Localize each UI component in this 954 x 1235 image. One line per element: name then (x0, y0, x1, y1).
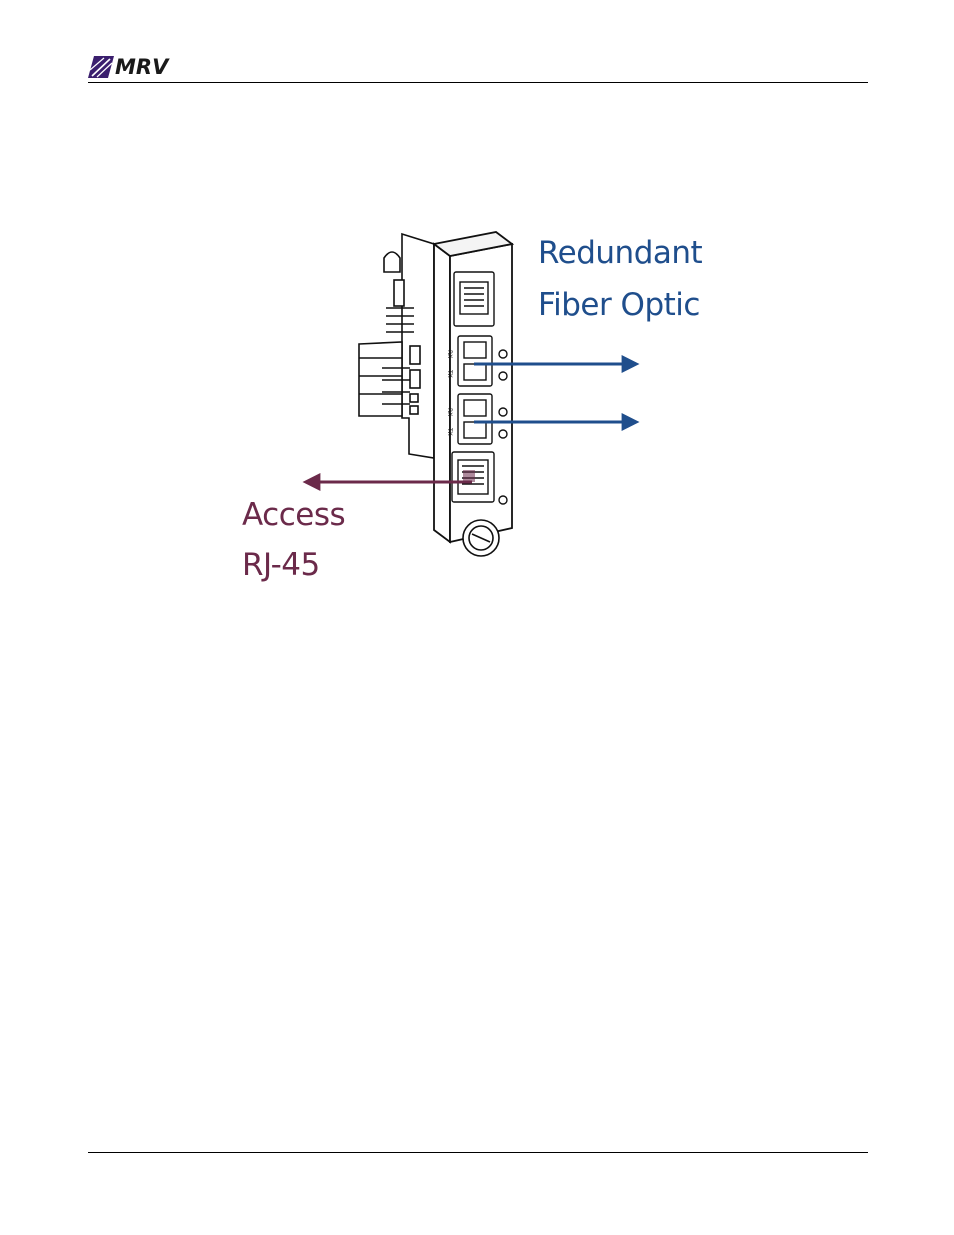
thumb-screw-icon (463, 520, 499, 556)
mrv-logo-mark-icon (88, 56, 114, 78)
top-rj45-port (454, 272, 494, 326)
rj45-label: RJ-45 (242, 548, 320, 582)
port2-rx-label: RX (446, 408, 453, 416)
circuit-board (359, 234, 434, 458)
access-port-highlight (463, 470, 475, 482)
page-header: MRV (88, 52, 868, 84)
logo-text: MRV (115, 56, 168, 78)
footer-divider (88, 1152, 868, 1153)
port2-tx-label: TX (446, 427, 453, 436)
port1-tx-label: TX (446, 369, 453, 378)
fiber-optic-label: Fiber Optic (538, 288, 700, 322)
mrv-logo: MRV (88, 54, 168, 80)
port1-rx-label: RX (446, 350, 453, 358)
access-label: Access (242, 498, 345, 532)
header-divider (88, 82, 868, 83)
redundant-label: Redundant (538, 236, 702, 270)
module-figure: RX TX RX TX (234, 208, 718, 584)
